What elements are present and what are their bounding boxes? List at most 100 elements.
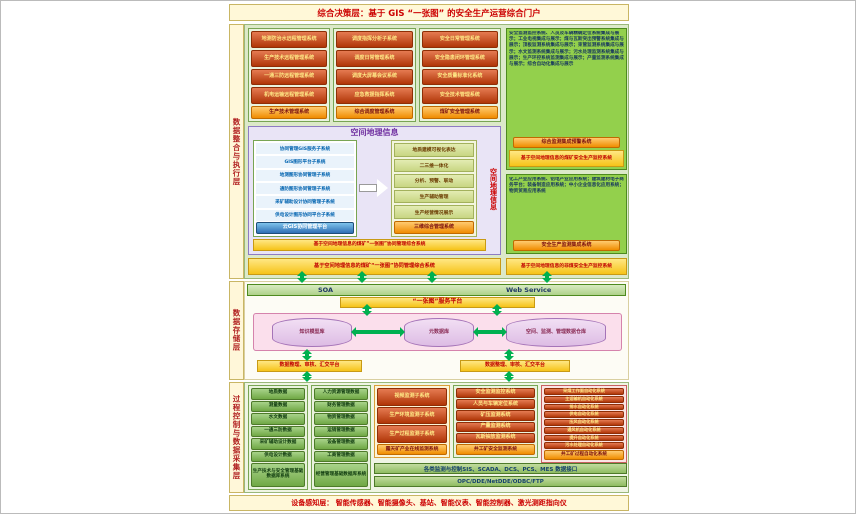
data-flow-arrow: [297, 271, 307, 283]
gis-capabilities-list: 地质建模可视化表达二三维一体化分析、预警、联动生产辅助管理生产经营情况展示: [394, 143, 474, 219]
data-item-button: 供电设计数据: [251, 450, 305, 462]
industry-application-box: 化工产业应用系统、铝电产业应用系统；建筑建材电子商务平台；装备制造应用系统；中小…: [506, 174, 627, 254]
mine-safety-monitoring-list: 安全监测监控系统人员与车辆定位系统矿压监测系统产量监测系统瓦斯抽放监测系统: [456, 388, 535, 444]
gis-caption-bar: 基于空间地理信息的煤矿“一张图”协同管理综合系统: [253, 239, 486, 251]
data-flow-arrow: [504, 371, 514, 382]
system-button: 安全技术管理系统: [421, 87, 498, 104]
system-button: 安全隐患闭环管理系统: [421, 49, 498, 67]
system-button: 安全监测监控系统: [456, 388, 535, 399]
system-button: 产量监测系统: [456, 421, 535, 432]
process-layer: 过程控制与数据采集层 地质数据测量数据水文数据一通三防数据采矿辅助设计数据供电设…: [229, 382, 629, 493]
integration-content: 地测防治水远程管理系统生产技术远程管理系统一通三防远程管理系统机电运输远程管理系…: [244, 24, 629, 279]
integration-layer: 数据整合与执行层 地测防治水远程管理系统生产技术远程管理系统一通三防远程管理系统…: [229, 24, 629, 279]
database-footer-button: 生产技术与安全管理基础数据库系统: [251, 463, 305, 487]
storage-content: SOA Web Service “一张图”服务平台 知识模型库 元数据库 空间、…: [244, 281, 629, 382]
system-button: 生产环境监测子系统: [377, 406, 447, 425]
automation-systems-box: 采煤工作面自动化系统主运输机自动化系统排水自动化系统供电自动化系统压风自动化系统…: [541, 385, 627, 463]
data-collection-platform-bar: 数据整理、审核、汇交平台: [460, 360, 570, 372]
business-data-list: 人力资源管理数据财务管理数据物资管理数据运销管理数据设备管理数据工商管理数据: [314, 388, 368, 462]
gis-capability-item: 分析、预警、联动: [394, 174, 474, 188]
service-bus-bar: SOA Web Service: [247, 284, 626, 296]
automation-systems-list: 采煤工作面自动化系统主运输机自动化系统排水自动化系统供电自动化系统压风自动化系统…: [544, 388, 624, 449]
monitoring-footer-button: 井工矿安全监测系统: [456, 444, 535, 455]
system-button: 调度日常管理系统: [336, 49, 413, 67]
system-groups-row: 地测防治水远程管理系统生产技术远程管理系统一通三防远程管理系统机电运输远程管理系…: [248, 28, 501, 122]
data-item-button: 财务管理数据: [314, 400, 368, 412]
system-button: 调度指挥分析子系统: [336, 31, 413, 48]
gis-capability-item: 二三维一体化: [394, 158, 474, 173]
system-button: 安全质量标准化系统: [421, 68, 498, 86]
interface-bar-line2: OPC/DDE/NetDDE/ODBC/FTP: [374, 476, 627, 487]
data-item-button: 一通三防数据: [251, 425, 305, 437]
system-button: 调度大屏幕会议系统: [336, 68, 413, 86]
data-warehouse-box: 知识模型库 元数据库 空间、监测、管理数据仓库: [253, 313, 622, 351]
system-button: 人员与车辆定位系统: [456, 399, 535, 410]
monitoring-footer-button: 露天矿产业在线监测系统: [377, 444, 447, 455]
web-service-label: Web Service: [506, 286, 552, 294]
safety-systems-group: 安全日常管理系统安全隐患闭环管理系统安全质量标准化系统安全技术管理系统 煤矿安全…: [418, 28, 501, 122]
industry-systems-text: 化工产业应用系统、铝电产业应用系统；建筑建材电子商务平台；装备制造应用系统；中小…: [509, 177, 624, 195]
data-flow-arrow: [351, 327, 405, 337]
system-button: 应急救援指挥系统: [336, 87, 413, 104]
data-item-button: 水文数据: [251, 413, 305, 425]
system-button: 一通三防远程管理系统: [251, 68, 328, 86]
database-cylinder: 空间、监测、管理数据仓库: [506, 318, 606, 347]
system-button: 安全日常管理系统: [421, 31, 498, 48]
monitoring-integration-box: 安全监测监控系统、人员及车辆精确定位系统集成与展示；工业电视集成与展示；煤与瓦斯…: [506, 28, 627, 170]
gis-capability-item: 生产经营情况展示: [394, 205, 474, 219]
system-button: 瓦斯抽放监测系统: [456, 432, 535, 444]
integration-caption-bar: 基于空间地理信息的煤矿“一张图”协同管理综合系统: [248, 258, 501, 275]
system-button: 矿压监测系统: [456, 410, 535, 421]
system-button: 通风机自动化系统: [544, 426, 624, 434]
data-flow-arrow: [302, 349, 312, 361]
system-button: 生产过程监测子系统: [377, 425, 447, 444]
system-button: 采煤工作面自动化系统: [544, 388, 624, 395]
gis-capability-item: 生产辅助管理: [394, 189, 474, 204]
dispatch-systems-group: 调度指挥分析子系统调度日常管理系统调度大屏幕会议系统应急救援指挥系统 综合调度管…: [333, 28, 416, 122]
group-footer-button: 生产技术管理系统: [251, 106, 328, 119]
business-data-box: 人力资源管理数据财务管理数据物资管理数据运销管理数据设备管理数据工商管理数据 经…: [311, 385, 371, 490]
technical-data-list: 地质数据测量数据水文数据一通三防数据采矿辅助设计数据供电设计数据: [251, 388, 305, 462]
data-item-button: 地质数据: [251, 388, 305, 400]
database-footer-button: 经营管理基础数据库系统: [314, 463, 368, 487]
industry-caption-bar: 基于空间地理信息的非煤安全生产监控系统: [506, 258, 627, 275]
data-flow-arrow: [362, 304, 372, 316]
gis-capabilities-box: 地质建模可视化表达二三维一体化分析、预警、联动生产辅助管理生产经营情况展示 三维…: [391, 140, 477, 237]
monitor-footer-button: 综合监测集成预警系统: [513, 137, 620, 148]
data-flow-arrow: [357, 271, 367, 283]
monitor-caption-bar: 基于空间地理信息的煤矿安全生产监控系统: [509, 150, 624, 167]
opencast-monitoring-list: 视频监测子系统生产环境监测子系统生产过程监测子系统: [377, 388, 447, 444]
data-item-button: 运销管理数据: [314, 425, 368, 437]
block-arrow-shaft: [359, 184, 377, 192]
process-content: 地质数据测量数据水文数据一通三防数据采矿辅助设计数据供电设计数据 生产技术与安全…: [244, 382, 629, 493]
storage-layer: 数据存储层 SOA Web Service “一张图”服务平台 知识模型库 元数…: [229, 281, 629, 382]
diagram-area: 综合决策层：基于 GIS “一张图” 的安全生产运营综合门户 数据整合与执行层 …: [229, 4, 629, 512]
technical-data-box: 地质数据测量数据水文数据一通三防数据采矿辅助设计数据供电设计数据 生产技术与安全…: [248, 385, 308, 490]
soa-label: SOA: [318, 286, 334, 294]
layer-label-process: 过程控制与数据采集层: [229, 382, 244, 493]
dispatch-systems-list: 调度指挥分析子系统调度日常管理系统调度大屏幕会议系统应急救援指挥系统: [336, 31, 413, 104]
data-flow-arrow: [302, 371, 312, 382]
monitoring-systems-text: 安全监测监控系统、人员及车辆精确定位系统集成与展示；工业电视集成与展示；煤与瓦斯…: [509, 31, 624, 67]
data-item-button: 物资管理数据: [314, 413, 368, 425]
group-footer-button: 综合调度管理系统: [336, 106, 413, 119]
cloud-gis-button: 云GIS协同管理平台: [256, 222, 354, 234]
layer-label-storage: 数据存储层: [229, 281, 244, 380]
gis-subsystem-item: 地测图形协同管理子系统: [256, 169, 354, 181]
decision-layer-banner: 综合决策层：基于 GIS “一张图” 的安全生产运营综合门户: [229, 4, 629, 21]
threed-system-button: 三维综合管理系统: [394, 221, 474, 234]
gis-subsystem-item: GIS图形平台子系统: [256, 156, 354, 168]
data-flow-arrow: [504, 349, 514, 361]
gis-subsystem-item: 供电设计图形协同平台子系统: [256, 209, 354, 221]
data-item-button: 人力资源管理数据: [314, 388, 368, 400]
system-button: 压风自动化系统: [544, 419, 624, 426]
block-arrow-icon: [359, 179, 389, 197]
data-item-button: 设备管理数据: [314, 438, 368, 450]
gis-subsystem-item: 协同管理GIS服务子系统: [256, 143, 354, 155]
remote-systems-group: 地测防治水远程管理系统生产技术远程管理系统一通三防远程管理系统机电运输远程管理系…: [248, 28, 331, 122]
system-button: 供电自动化系统: [544, 411, 624, 418]
layer-label-integration: 数据整合与执行层: [229, 24, 244, 279]
database-cylinder: 知识模型库: [272, 318, 352, 347]
